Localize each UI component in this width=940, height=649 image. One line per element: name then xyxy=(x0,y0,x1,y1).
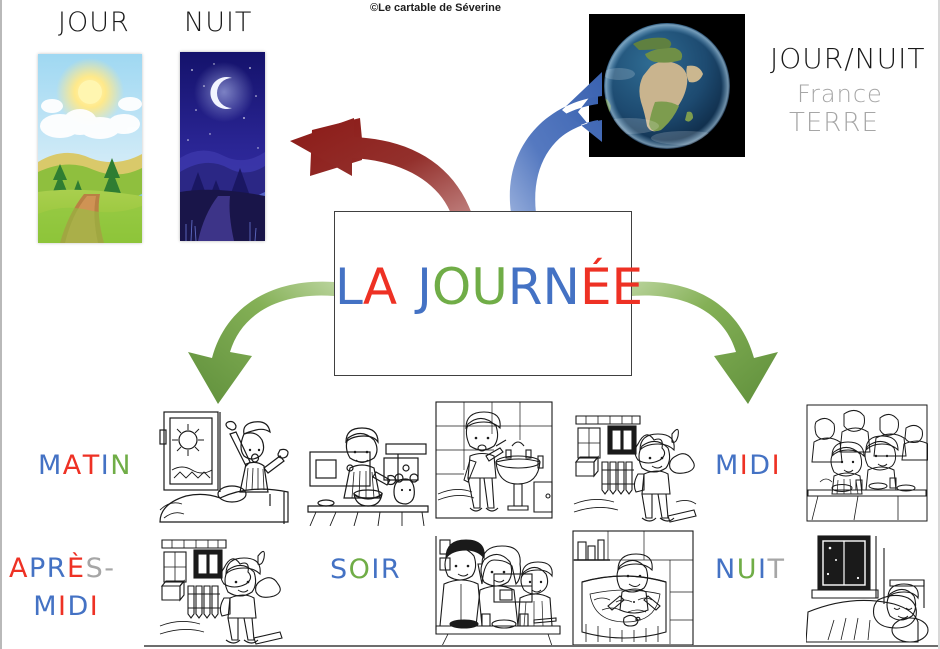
title-letter: È xyxy=(67,553,86,584)
earth-globe-image xyxy=(589,14,745,157)
label-midi: MIDI xyxy=(715,450,781,481)
terre-label: TERRE xyxy=(789,108,879,138)
title-letter: O xyxy=(348,554,372,585)
arrow-to-jour-nuit-icon xyxy=(290,118,472,216)
daytime-landscape-image xyxy=(38,54,142,243)
title-letter: L xyxy=(335,258,363,316)
france-label: France xyxy=(797,80,883,108)
title-letter: N xyxy=(110,450,132,481)
title-letter: I xyxy=(89,591,100,622)
title-letter: N xyxy=(542,258,580,316)
waking-up-in-bed-illustration xyxy=(158,406,290,526)
title-letter: D xyxy=(67,591,90,622)
nighttime-landscape-image xyxy=(180,52,265,241)
title-letter: I xyxy=(771,450,782,481)
title-letter: J xyxy=(417,258,432,316)
title-letter: P xyxy=(28,553,47,584)
activity-picture-grid xyxy=(144,396,938,648)
breakfast-illustration xyxy=(306,418,430,526)
title-letter: S xyxy=(330,554,349,585)
title-letter: M xyxy=(38,450,63,481)
title-letter: I xyxy=(100,450,111,481)
label-apres-midi: APRÈS- MIDI xyxy=(9,550,116,626)
title-letter: I xyxy=(739,450,750,481)
label-nuit: NUIT xyxy=(184,7,253,38)
coming-home-from-school-illustration xyxy=(158,534,284,646)
family-dinner-illustration xyxy=(434,534,562,646)
label-jour: JOUR xyxy=(58,7,130,38)
title-letter: I xyxy=(58,591,68,622)
bath-time-illustration xyxy=(572,530,694,646)
title-letter: I xyxy=(757,554,768,585)
copyright-notice: ©Le cartable de Séverine xyxy=(370,2,502,14)
title-letter: D xyxy=(749,450,772,481)
title-letter: O xyxy=(431,258,472,316)
title-letter: U xyxy=(736,554,758,585)
arrow-to-globe-icon xyxy=(509,72,602,228)
title-letter: R xyxy=(380,554,402,585)
title-letter: A xyxy=(62,450,83,481)
label-soir: SOIR xyxy=(330,554,401,585)
label-matin: MATIN xyxy=(38,450,132,481)
title-letter: R xyxy=(507,258,543,316)
main-title-text: LA JOURNÉE xyxy=(335,258,643,316)
title-letter: N xyxy=(715,554,737,585)
title-letter: E xyxy=(611,258,644,316)
title-letter: É xyxy=(579,258,612,316)
title-letter: A xyxy=(362,258,398,316)
title-letter: R xyxy=(46,553,68,584)
title-letter: I xyxy=(371,554,381,585)
main-title-box: LA JOURNÉE xyxy=(334,211,643,376)
title-letter: - xyxy=(104,553,116,584)
jour-nuit-heading: JOUR/NUIT xyxy=(770,42,926,75)
arrow-to-morning-icon xyxy=(188,281,334,404)
arrow-to-noon-icon xyxy=(632,281,778,404)
sleeping-at-night-illustration xyxy=(806,534,930,644)
title-letter: A xyxy=(9,553,29,584)
label-nuit-evening: NUIT xyxy=(715,554,785,585)
title-letter: M xyxy=(715,450,740,481)
title-letter: S xyxy=(85,553,105,584)
title-letter: M xyxy=(33,591,59,622)
brushing-teeth-illustration xyxy=(434,400,554,520)
title-letter: T xyxy=(767,554,786,585)
title-letter: T xyxy=(82,450,101,481)
school-canteen-lunch-illustration xyxy=(806,404,928,522)
title-letter xyxy=(397,258,417,316)
leaving-for-school-illustration xyxy=(572,400,698,526)
title-letter: U xyxy=(471,258,508,316)
grid-bottom-divider xyxy=(144,645,938,647)
